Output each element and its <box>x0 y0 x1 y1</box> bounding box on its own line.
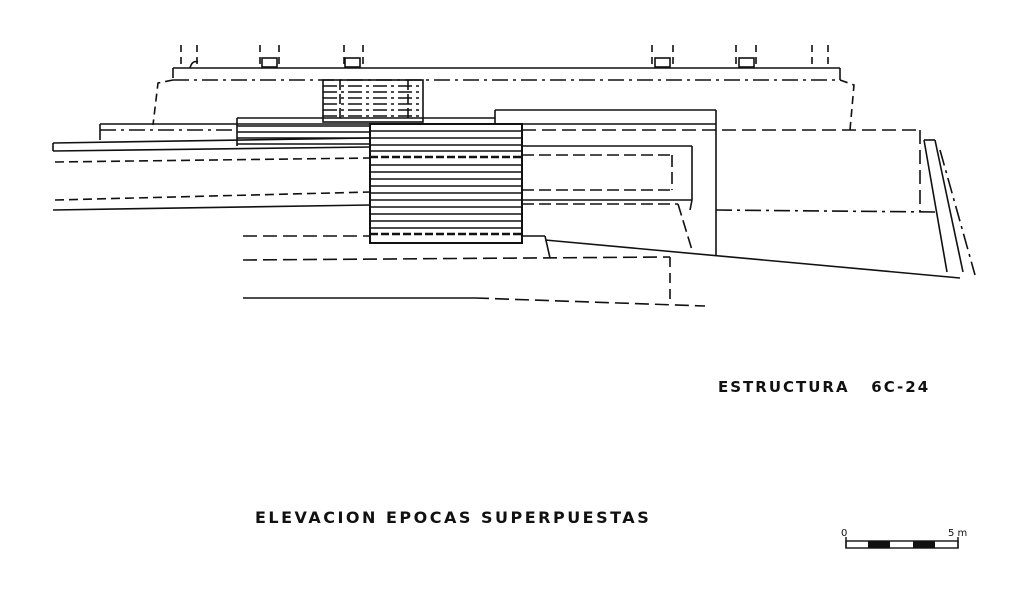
right-terraces <box>494 109 976 279</box>
structure-label: ESTRUCTURA 6C-24 <box>718 378 931 396</box>
lower-platforms <box>242 235 706 307</box>
upper-stair <box>322 79 424 123</box>
scale-bar <box>845 537 959 549</box>
scale-end-label: 5 m <box>948 528 968 539</box>
post-bases <box>189 57 755 69</box>
scale-start-label: 0 <box>841 528 848 539</box>
drawing-title: ELEVACION EPOCAS SUPERPUESTAS <box>255 508 652 527</box>
top-platform <box>152 67 855 131</box>
central-stair <box>369 123 523 244</box>
roof-posts <box>180 45 829 68</box>
left-terraces <box>52 117 495 211</box>
